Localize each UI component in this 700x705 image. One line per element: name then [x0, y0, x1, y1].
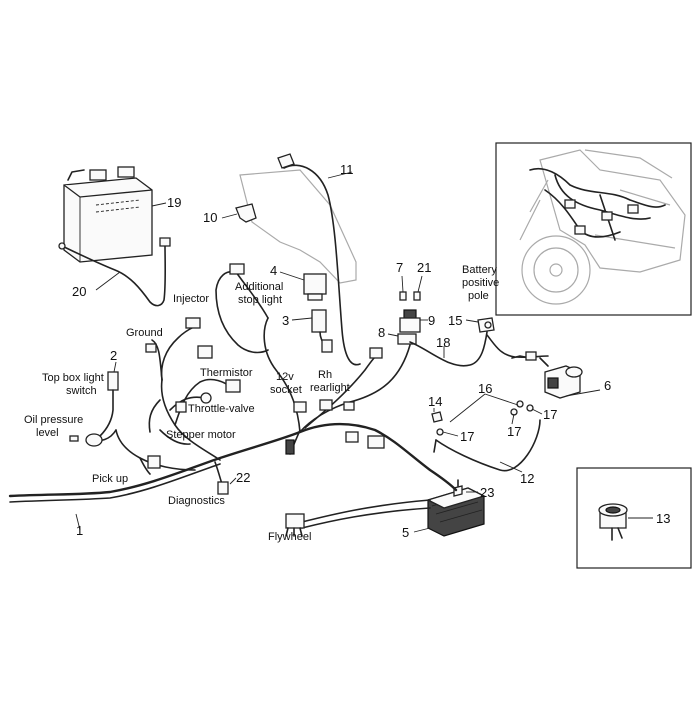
label-flywheel: Flywheel [268, 531, 311, 543]
leader-17b [511, 413, 515, 425]
item-16-17-fasteners [436, 400, 534, 436]
label-top-box-light-switch-1: Top box light [42, 372, 104, 384]
item-21-part [413, 291, 421, 301]
wire-18 [409, 331, 549, 367]
leader-11 [327, 171, 353, 179]
leader-10 [221, 213, 238, 219]
leader-17c [531, 408, 543, 415]
label-injector: Injector [173, 293, 209, 305]
socket-inset-frame [576, 467, 692, 569]
label-rh-rearlight-1: Rh [318, 369, 332, 381]
leader-5 [413, 527, 431, 533]
callout-14: 14 [428, 394, 442, 409]
item-4-relay [303, 273, 327, 301]
leader-22 [229, 477, 237, 485]
callout-7: 7 [396, 260, 403, 275]
callout-19: 19 [167, 195, 181, 210]
leader-20 [95, 271, 121, 291]
label-oil-pressure-level-1: Oil pressure [24, 414, 83, 426]
item-7-part [399, 291, 407, 301]
item-10-bracket [235, 203, 257, 223]
callout-12: 12 [520, 471, 534, 486]
item-15-terminal [477, 317, 495, 333]
callout-6: 6 [604, 378, 611, 393]
socket-inset: 13 [576, 467, 692, 569]
leader-15 [465, 319, 479, 323]
leader-17a [442, 431, 459, 437]
leader-4 [279, 271, 305, 281]
item-8-relay [397, 333, 417, 345]
callout-22: 22 [236, 470, 250, 485]
label-battery-positive-pole-3: pole [468, 290, 489, 302]
scooter-harness-sketch [529, 167, 666, 241]
rear-mudguard-outline [239, 169, 357, 284]
label-additional-stop-light-2: stop light [238, 294, 282, 306]
label-pick-up: Pick up [92, 473, 128, 485]
label-12v-socket-1: 12v [276, 371, 294, 383]
callout-13: 13 [656, 511, 670, 526]
callout-3: 3 [282, 313, 289, 328]
callout-11: 11 [340, 162, 354, 177]
callout-5: 5 [402, 525, 409, 540]
label-12v-socket-2: socket [270, 384, 302, 396]
label-diagnostics: Diagnostics [168, 495, 225, 507]
label-ground: Ground [126, 327, 163, 339]
callout-2: 2 [110, 348, 117, 363]
label-battery-positive-pole-2: positive [462, 277, 499, 289]
callout-9: 9 [428, 313, 435, 328]
leader-2 [113, 361, 117, 373]
item-3-connector [311, 309, 333, 353]
callout-17c: 17 [543, 407, 557, 422]
leader-19 [151, 202, 167, 207]
leader-6 [565, 389, 601, 397]
label-additional-stop-light-1: Additional [235, 281, 283, 293]
wire-11 [277, 153, 361, 366]
battery [63, 166, 153, 263]
flywheel-cable [285, 499, 431, 537]
battery-cable [58, 237, 171, 307]
leader-12 [499, 461, 523, 473]
callout-1: 1 [76, 523, 83, 538]
callout-18: 18 [436, 335, 450, 350]
scooter-overview-inset [495, 142, 692, 316]
label-battery-positive-pole-1: Battery [462, 264, 497, 276]
item-9-connector [399, 309, 421, 333]
item-6-starter-relay [511, 351, 583, 399]
item-5-voltage-regulator [426, 487, 486, 537]
callout-10: 10 [203, 210, 217, 225]
label-top-box-light-switch-2: switch [66, 385, 97, 397]
socket-12v-part [598, 503, 628, 541]
callout-20: 20 [72, 284, 86, 299]
inset-frame [495, 142, 692, 316]
callout-17a: 17 [460, 429, 474, 444]
callout-4: 4 [270, 263, 277, 278]
leader-1 [75, 513, 81, 531]
callout-15: 15 [448, 313, 462, 328]
label-rh-rearlight-2: rearlight [310, 382, 350, 394]
harness-connectors [69, 263, 385, 495]
label-stepper-motor: Stepper motor [166, 429, 236, 441]
label-thermistor: Thermistor [200, 367, 253, 379]
leader-21 [417, 275, 423, 293]
callout-17b: 17 [507, 424, 521, 439]
callout-8: 8 [378, 325, 385, 340]
callout-23: 23 [480, 485, 494, 500]
leader-7 [401, 275, 404, 293]
label-throttle-valve: Throttle-valve [188, 403, 255, 415]
callout-16: 16 [478, 381, 492, 396]
callout-21: 21 [417, 260, 431, 275]
leader-8 [387, 333, 399, 337]
label-oil-pressure-level-2: level [36, 427, 59, 439]
item-14-bolt [431, 411, 443, 423]
leader-16 [449, 393, 519, 423]
leader-3 [291, 317, 313, 321]
scooter-sketch [519, 149, 686, 305]
ground-cable-12 [433, 419, 541, 472]
